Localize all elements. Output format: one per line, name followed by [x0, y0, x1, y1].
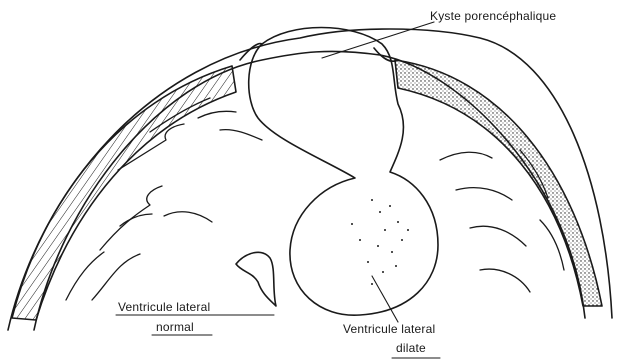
label-kyste-porencephalique: Kyste porencéphalique: [430, 9, 556, 23]
right-bone-band: [395, 60, 602, 306]
label-ventricule-normal-line2: normal: [156, 320, 194, 334]
ventricle-stippling: [351, 199, 409, 285]
left-bone-band: [12, 66, 236, 320]
leader-line-vl-dilate: [372, 276, 398, 322]
label-ventricule-dilate-line1: Ventricule lateral: [343, 322, 435, 336]
label-ventricule-dilate-line2: dilate: [396, 341, 426, 355]
skull-inner-contour: [34, 51, 585, 330]
normal-lateral-ventricle: [236, 252, 276, 306]
label-ventricule-normal-line1: Ventricule lateral: [118, 300, 210, 314]
